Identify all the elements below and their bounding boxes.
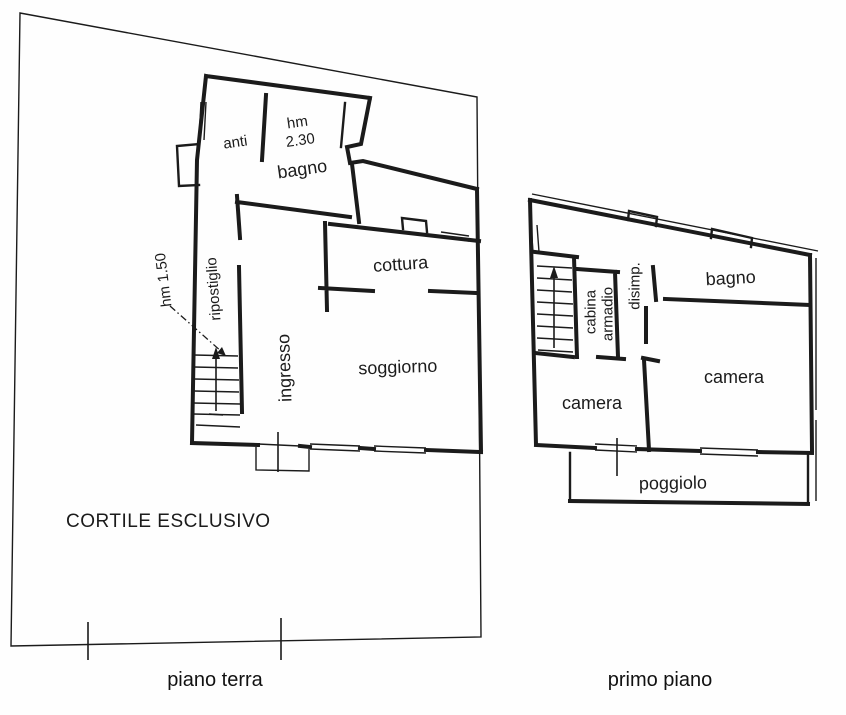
label-hm-upper-1: hm [286,113,309,133]
south-windows-ground [257,443,427,454]
west-window-ground [198,101,207,141]
label-disimpegno: disimp. [626,262,643,310]
label-hm-stairs: hm 1.50 [152,252,175,308]
top-window-bumps-first [626,209,754,249]
first-floor-plan: cabina armadio disimp. bagno camera came… [527,193,819,691]
label-camera-left: camera [562,393,623,413]
label-soggiorno: soggiorno [358,356,438,379]
ground-floor-plan: anti hm 2.30 bagno cottura soggiorno rip… [10,12,484,691]
caption-piano-terra: piano terra [167,669,263,691]
label-ripostiglio: ripostiglio [203,257,224,321]
stairs-first-treads [536,265,574,353]
label-bagno-ground: bagno [276,156,328,183]
cottura-window [440,231,470,242]
bottom-windows-first [594,443,759,457]
label-armadio: armadio [599,287,616,341]
chimney-bump [175,142,201,188]
label-poggiolo: poggiolo [639,472,707,493]
balcony-sides [568,451,810,506]
label-cottura: cottura [372,252,429,276]
label-cortile-esclusivo: CORTILE ESCLUSIVO [66,511,271,532]
roof-outline-first [531,193,819,501]
label-hm-upper-2: 2.30 [285,130,316,151]
south-wall-ground [189,440,484,455]
exterior-walls-first [527,197,815,456]
label-ingresso: ingresso [273,334,295,403]
exterior-walls-ground [189,73,484,455]
stairs-ground-arrowhead [212,347,220,359]
stairs-ground-arrow [208,353,224,416]
balcony-front [567,498,811,507]
height-leader-line [169,305,223,353]
hm-room-inner-wall [339,101,347,149]
dimension-ticks-ground [87,432,282,660]
caption-primo-piano: primo piano [608,669,713,691]
entrance-porch [255,447,310,472]
label-camera-right: camera [704,367,765,387]
courtyard-boundary [10,12,482,647]
west-window-first [530,224,540,253]
label-bagno-first: bagno [705,267,756,290]
label-cabina: cabina [582,289,599,334]
cottura-window-bump [400,216,429,234]
interior-walls-ground [234,92,482,415]
height-leader-arrowhead [217,347,226,356]
interior-walls-first [532,249,813,453]
label-anti: anti [222,132,248,152]
stairs-first-arrowhead [550,266,558,278]
